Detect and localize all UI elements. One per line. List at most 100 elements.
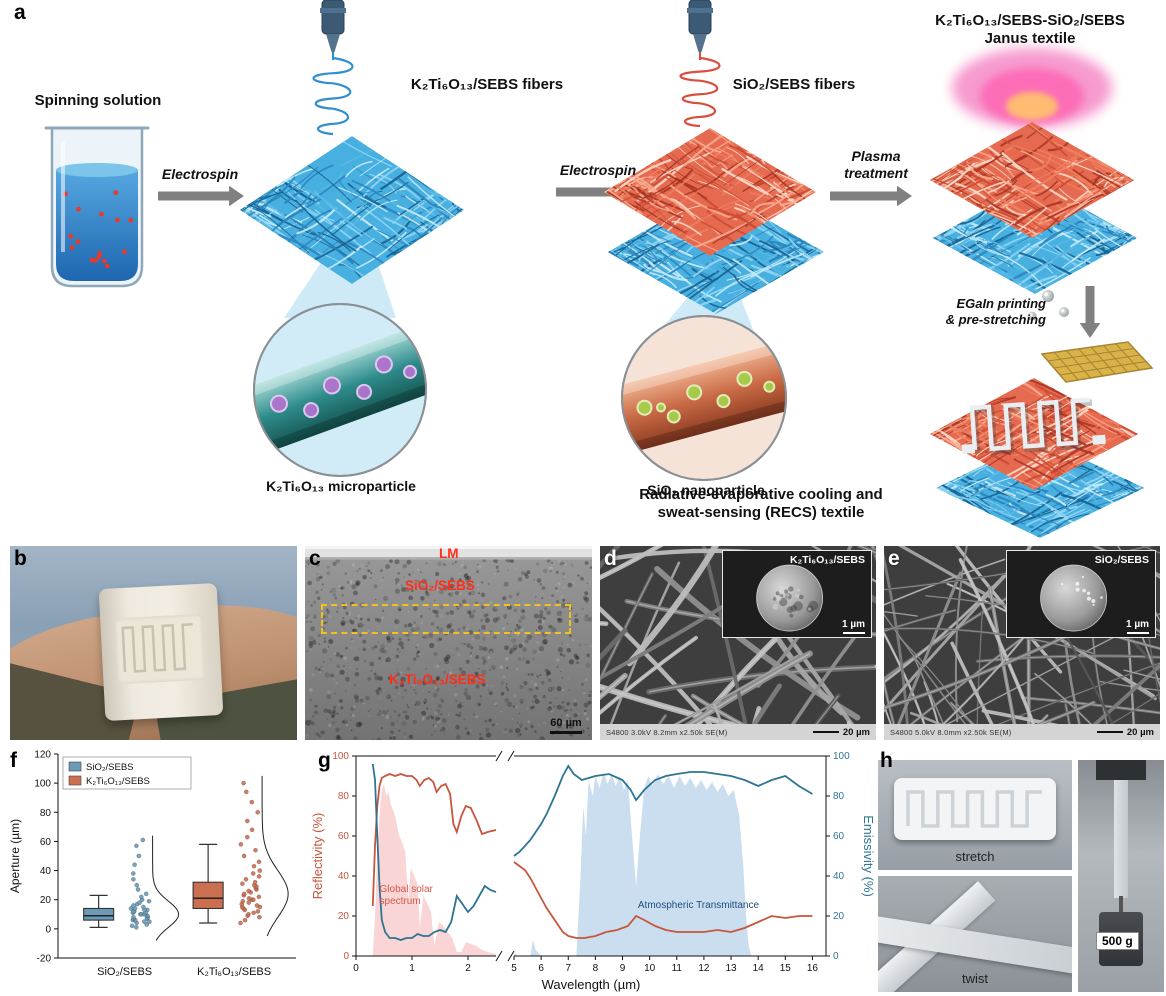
inset-label-d: K₂Ti₆O₁₃/SEBS — [789, 554, 865, 566]
egain-printing-label: EGaIn printing & pre-stretching — [934, 296, 1046, 328]
scale-text-d: 20 µm — [842, 726, 870, 738]
microparticle-label: K₂Ti₆O₁₃ microparticle — [266, 478, 416, 494]
hook — [1119, 896, 1123, 914]
panel-a-schematic: a Spinning solution Electrospin K₂Ti₆O₁₃… — [14, 0, 1154, 538]
svg-text:Atmospheric Transmittance: Atmospheric Transmittance — [638, 900, 760, 911]
svg-text:15: 15 — [780, 963, 792, 974]
egain-line2: & pre-stretching — [945, 311, 1046, 327]
panel-d-sem-k2ti6o13-fibers: d K₂Ti₆O₁₃/SEBS 1 µm S4800 3.0kV 8.2mm x… — [600, 546, 876, 740]
textile-specimen — [1114, 780, 1128, 898]
egain-serpentine — [961, 397, 1106, 456]
scale-line-e — [1096, 730, 1123, 734]
zoom-inset — [621, 315, 787, 481]
janus-title-line2: Janus textile — [984, 30, 1076, 48]
sem-meta-text-e: S4800 5.0kV 8.0mm x2.50k SE(M) — [890, 727, 1012, 737]
textile-band — [98, 583, 224, 721]
svg-text:2: 2 — [465, 963, 471, 974]
electrospin-label-2: Electrospin — [559, 162, 637, 178]
process-arrow — [897, 185, 912, 207]
sem-meta-strip-e: S4800 5.0kV 8.0mm x2.50k SE(M) 20 µm — [884, 724, 1160, 740]
svg-text:Emissivity (%): Emissivity (%) — [861, 815, 874, 897]
svg-text:1: 1 — [409, 963, 415, 974]
panel-label-g: g — [318, 749, 331, 772]
patch-serpentine-art — [121, 623, 193, 673]
svg-text:Reflectivity (%): Reflectivity (%) — [310, 813, 325, 900]
svg-text:SiO₂/SEBS: SiO₂/SEBS — [86, 762, 134, 773]
plasma-treatment-label: Plasma treatment — [824, 148, 928, 182]
svg-text:20: 20 — [40, 895, 52, 906]
stretch-photo: stretch — [878, 760, 1072, 870]
scale-bar-20um-e: 20 µm — [1096, 726, 1154, 738]
inset-scale-bar-d: 1 µm — [842, 619, 865, 634]
svg-text:40: 40 — [40, 866, 52, 877]
nanoparticle-sphere-art — [1040, 564, 1107, 632]
beaker — [44, 126, 150, 288]
svg-text:16: 16 — [807, 963, 819, 974]
inset-scale-bar-e: 1 µm — [1126, 618, 1149, 634]
device-serpentine-art — [906, 790, 1042, 828]
panel-e-sem-sio2-fibers: e SiO₂/SEBS 1 µm S4800 5.0kV 8.0mm x2.50… — [884, 546, 1160, 740]
process-arrow — [1079, 323, 1101, 338]
svg-text:80: 80 — [833, 791, 845, 802]
panel-label-d: d — [604, 547, 617, 570]
svg-text:Wavelength (µm): Wavelength (µm) — [542, 977, 641, 992]
fiber-mat — [240, 136, 464, 284]
svg-text:100: 100 — [332, 751, 349, 762]
panel-label-b: b — [14, 547, 27, 570]
panel-b-wrist-photo: b — [10, 546, 297, 740]
svg-text:11: 11 — [672, 963, 683, 974]
serpentine-trace — [906, 790, 1042, 828]
plasma-line1: Plasma — [851, 148, 901, 164]
scale-bar-20um-d: 20 µm — [812, 726, 870, 738]
sensor-patch — [114, 613, 206, 685]
svg-text:10: 10 — [644, 963, 656, 974]
fiber-jet — [312, 56, 354, 136]
fiber-jet — [679, 56, 721, 128]
clamp — [1096, 760, 1146, 780]
recs-textile-label: Radiative-evaporative cooling and sweat-… — [596, 486, 926, 523]
svg-text:Aperture (µm): Aperture (µm) — [8, 819, 22, 893]
svg-text:9: 9 — [620, 963, 626, 974]
sem-meta-strip-d: S4800 3.0kV 8.2mm x2.50k SE(M) 20 µm — [600, 724, 876, 740]
spinning-solution-label: Spinning solution — [34, 92, 162, 109]
egain-line1: EGaIn printing — [956, 296, 1046, 311]
panel-label-h: h — [880, 749, 893, 772]
scale-bar-60um: 60 µm — [550, 717, 582, 734]
spinneret-needle — [687, 0, 713, 60]
particle-inset-e: SiO₂/SEBS 1 µm — [1006, 550, 1156, 638]
inset-scale-text-e: 1 µm — [1126, 618, 1149, 630]
svg-text:80: 80 — [338, 791, 350, 802]
twist-photo: twist — [878, 876, 1072, 992]
panel-c-sem-cross-section: c LM SiO₂/SEBS K₂Ti₆O₁₃/SEBS 60 µm — [305, 546, 592, 740]
recs-line2: sweat-sensing (RECS) textile — [657, 504, 865, 522]
svg-text:40: 40 — [833, 871, 845, 882]
interface-highlight-box — [321, 604, 571, 634]
svg-text:60: 60 — [40, 837, 52, 848]
zoom-inset — [253, 303, 427, 477]
fiber-mat — [604, 128, 816, 256]
svg-text:60: 60 — [833, 831, 845, 842]
fibers2-label: SiO₂/SEBS fibers — [732, 76, 856, 93]
svg-text:0: 0 — [45, 924, 51, 935]
fiber-mat — [930, 122, 1134, 238]
svg-text:SiO₂/SEBS: SiO₂/SEBS — [97, 966, 152, 978]
sio2-sebs-layer-label: SiO₂/SEBS — [405, 578, 475, 593]
svg-text:-20: -20 — [37, 954, 52, 965]
svg-text:60: 60 — [338, 831, 350, 842]
stretch-caption: stretch — [955, 849, 995, 864]
svg-text:120: 120 — [34, 750, 51, 761]
svg-text:20: 20 — [833, 911, 845, 922]
svg-text:13: 13 — [725, 963, 737, 974]
weight-photo: 500 g — [1078, 760, 1164, 992]
svg-text:5: 5 — [511, 963, 517, 974]
scale-text-e: 20 µm — [1126, 726, 1154, 738]
serpentine-trace — [121, 623, 193, 673]
nanoparticle-label: SiO₂ nanoparticle — [647, 482, 765, 498]
electrospin-label-1: Electrospin — [161, 166, 239, 182]
inset-scale-line-e — [1126, 631, 1149, 634]
